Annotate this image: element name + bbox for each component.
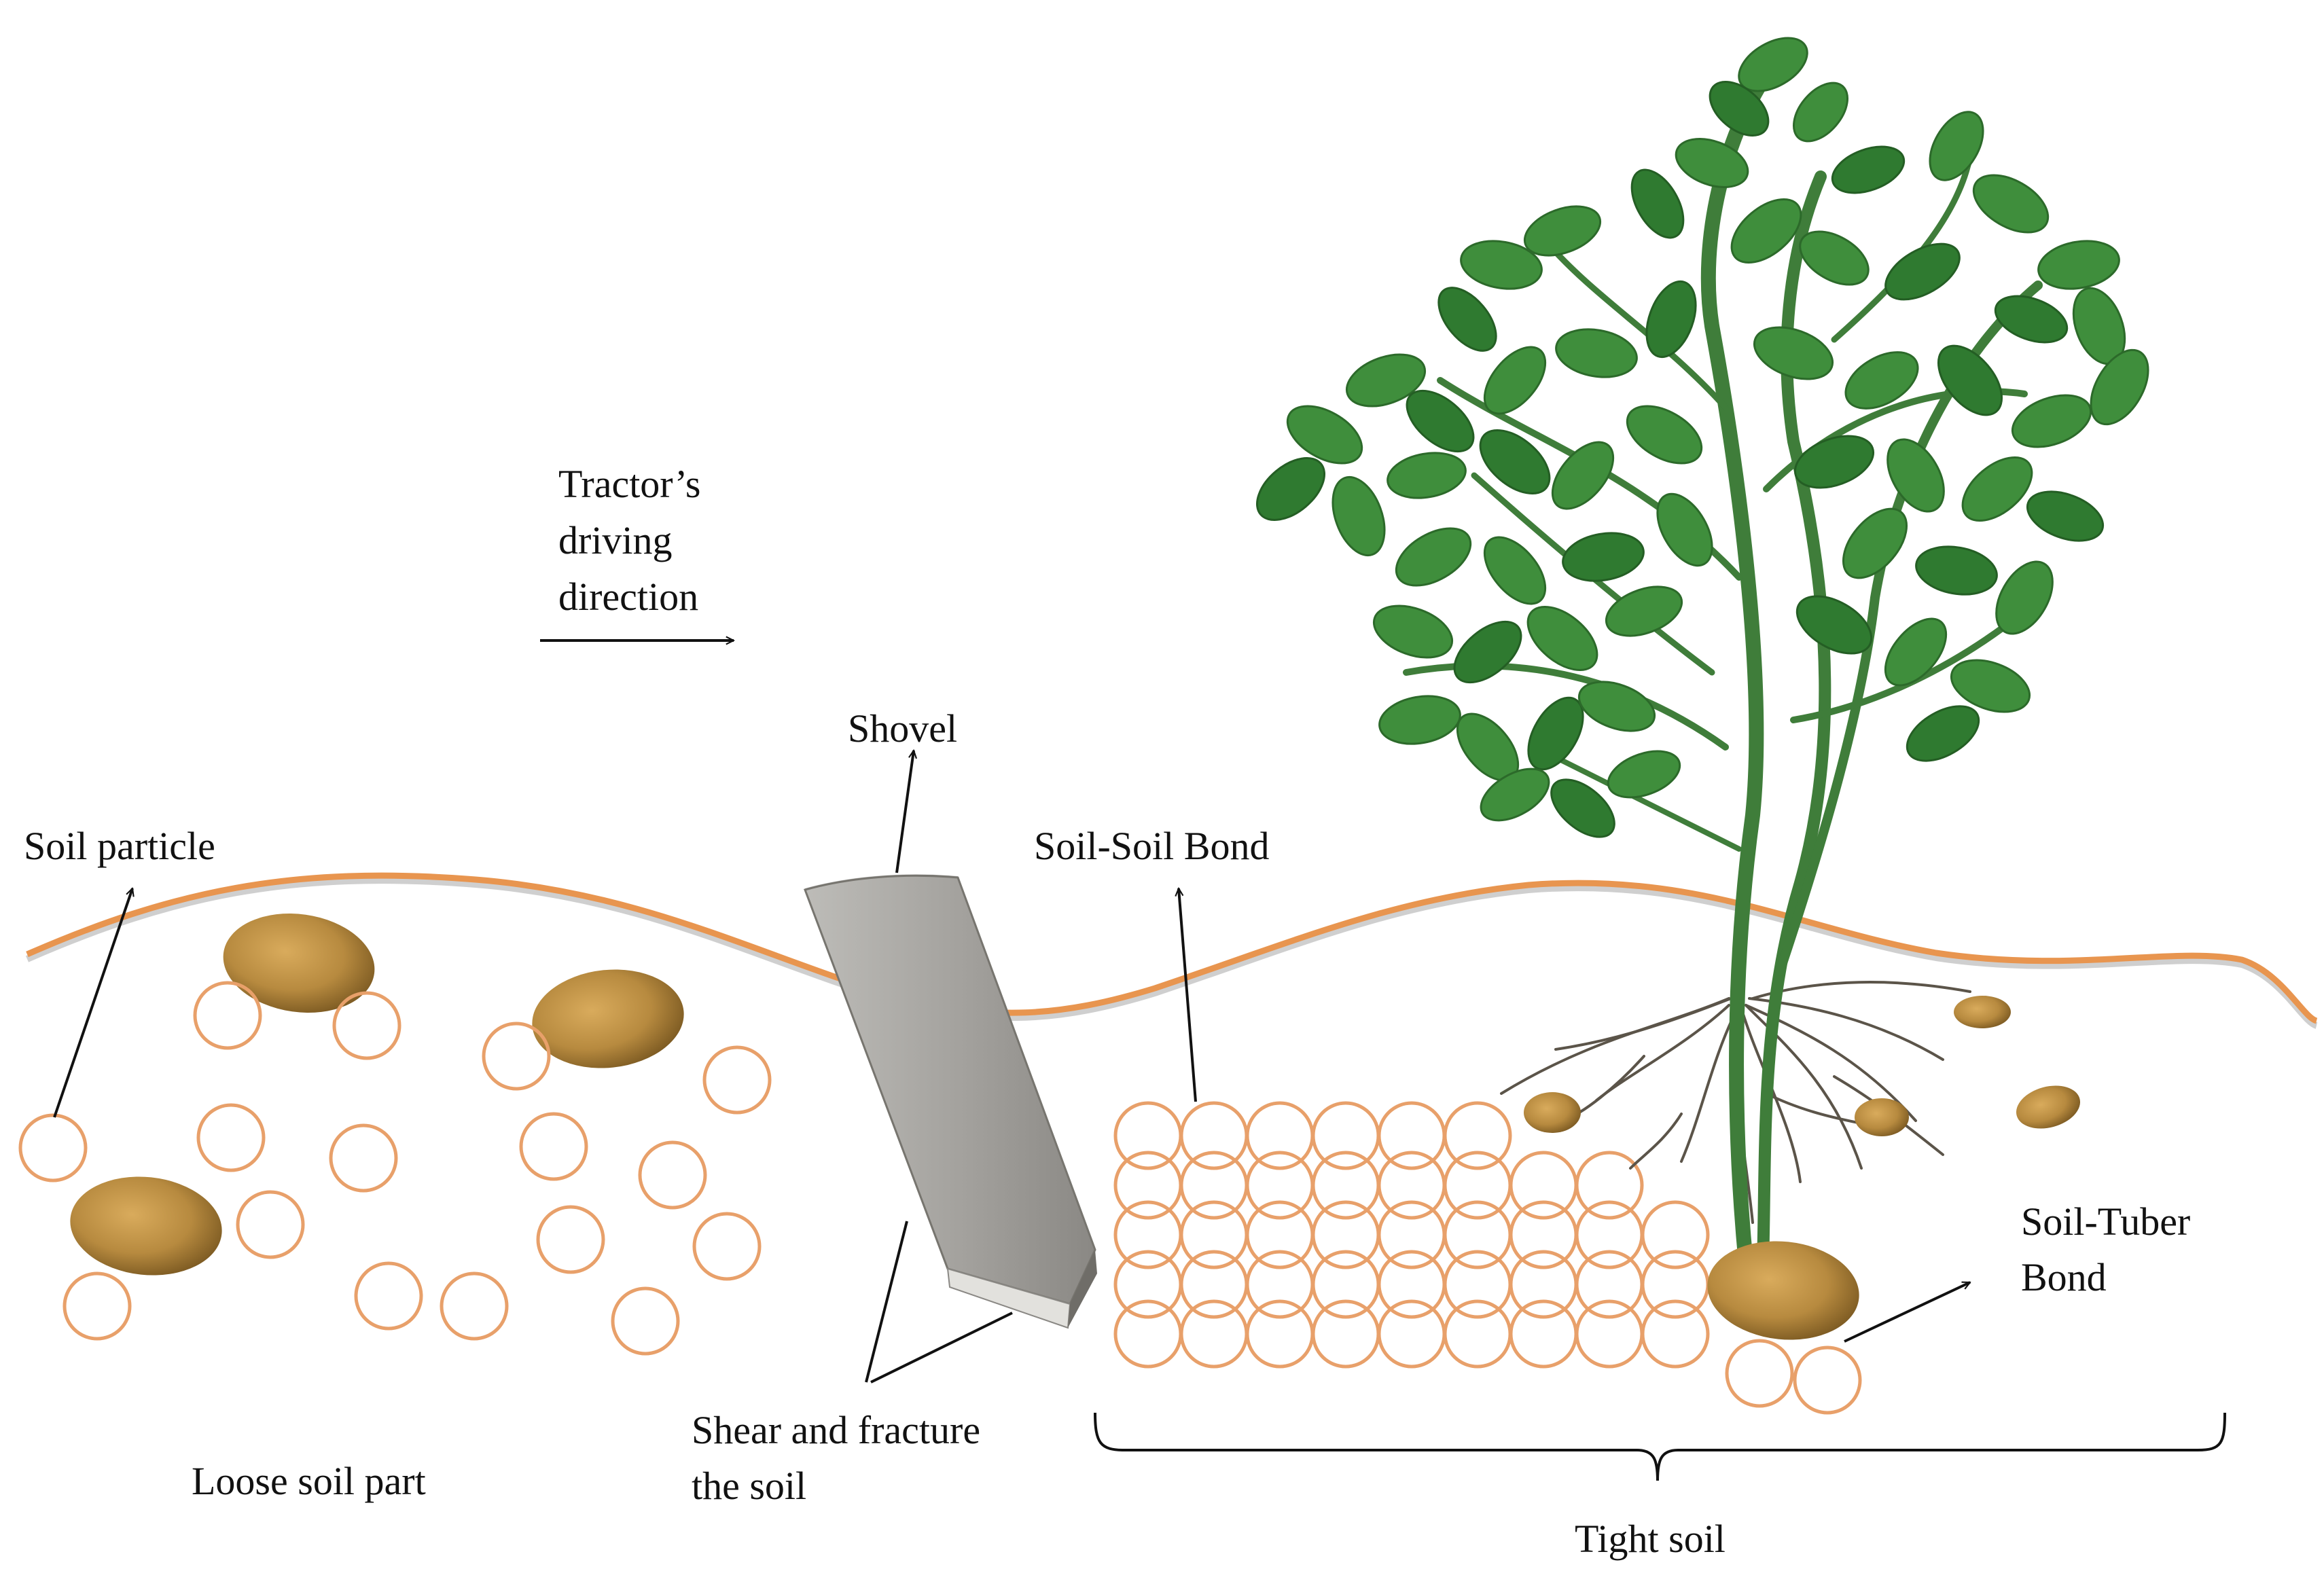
tight-soil-particle-circle [1311,1151,1380,1220]
tight-soil-particle-circle [1377,1151,1446,1220]
small-tuber [2016,1085,2081,1129]
tight-soil-particle-circle [1443,1250,1512,1319]
soil-particle-circle [1725,1339,1794,1408]
tight-soil-particle-circle [1509,1151,1578,1220]
tight-soil-particle-grid [1113,1101,1710,1369]
tight-soil-particle-circle [1443,1101,1512,1170]
ground-surface [25,872,2319,1029]
tight-soil-particle-circle [1113,1299,1183,1369]
tight-soil-particle-circle [1641,1200,1710,1269]
tight-soil-particle-circle [1509,1250,1578,1319]
loose-soil-particles [18,981,772,1356]
shovel [804,874,1097,1329]
shear-pointer-line [870,1312,1013,1384]
soil-soil-bond-pointer-arrow [1179,888,1197,1102]
soil-particle-circle [611,1286,680,1356]
soil-particle-circle [236,1190,305,1259]
tight-soil-particle-circle [1443,1200,1512,1269]
shovel-pointer-arrow [895,751,914,873]
soil-particle-circle [193,981,262,1050]
tight-soil-particle-circle [1443,1299,1512,1369]
tight-soil-particle-circle [1311,1200,1380,1269]
small-tuber [1524,1092,1581,1133]
tight-soil-particle-circle [1575,1299,1644,1369]
tight-soil-particle-circle [1245,1151,1315,1220]
shear-fracture-line-1: Shear and fracture [692,1408,980,1452]
shear-fracture-line-2: the soil [692,1464,806,1508]
main-tuber [1707,1241,1859,1340]
tight-soil-particle-circle [1179,1151,1249,1220]
tight-soil-particle-circle [1311,1299,1380,1369]
tight-soil-particle-circle [1245,1200,1315,1269]
soil-particle-circle [62,1271,132,1341]
tight-soil-particle-circle [1179,1299,1249,1369]
soil-particle-pointer-arrow [53,888,132,1118]
tight-soil-particle-circle [1113,1200,1183,1269]
shovel-label: Shovel [848,706,957,751]
loose-soil-potatoes [70,914,684,1276]
soil-particle-circle [519,1112,588,1181]
shear-pointer-line [865,1221,908,1383]
tight-soil-particle-circle [1113,1250,1183,1319]
tight-soil-particle-circle [1377,1250,1446,1319]
tight-soil-particle-circle [1245,1250,1315,1319]
tight-soil-particle-circle [1641,1250,1710,1319]
tight-soil-particle-circle [1179,1250,1249,1319]
tight-soil-particle-circle [1245,1101,1315,1170]
soil-tuber-bond-line-2: Bond [2021,1255,2107,1299]
small-tuber [1954,996,2011,1028]
potato-plant [1255,37,2149,1415]
soil-particle-circle [329,1123,398,1193]
soil-tuber-bond-line-1: Soil-Tuber [2021,1199,2190,1244]
tight-soil-particle-circle [1641,1299,1710,1369]
shear-fracture-label: Shear and fracture the soil [692,1408,990,1508]
tight-soil-label: Tight soil [1575,1517,1726,1561]
tight-soil-particle-circle [1377,1200,1446,1269]
tractor-direction-label: Tractor’s driving direction [558,462,711,619]
tight-soil-particle-circle [1113,1101,1183,1170]
soil-particle-circle [482,1022,551,1091]
soil-particle-circle [1793,1346,1862,1415]
soil-tuber-bond-pointer-arrow [1844,1281,1970,1343]
tight-soil-particle-circle [1179,1101,1249,1170]
tight-soil-particle-circle [1113,1151,1183,1220]
tight-soil-particle-circle [1575,1151,1644,1220]
tight-soil-particle-circle [1377,1101,1446,1170]
tight-soil-particle-circle [1575,1250,1644,1319]
tight-soil-particle-circle [1509,1200,1578,1269]
soil-particle-circle [638,1140,707,1210]
tight-soil-particle-circle [1575,1200,1644,1269]
soil-particle-circle [18,1113,88,1182]
tight-soil-particle-circle [1509,1299,1578,1369]
soil-particle-label: Soil particle [24,824,215,868]
potato [70,1176,222,1276]
tight-soil-particle-circle [1311,1101,1380,1170]
soil-particle-circle [332,991,401,1060]
soil-particle-circle [702,1045,772,1115]
potato [532,969,684,1068]
tractor-direction-line-1: Tractor’s [558,462,700,506]
tight-soil-particle-circle [1245,1299,1315,1369]
tractor-direction-line-3: direction [558,575,698,619]
soil-particle-circle [536,1205,605,1274]
loose-soil-label: Loose soil part [192,1459,426,1503]
soil-particle-circle [354,1261,423,1331]
small-tuber [1855,1098,1909,1136]
tight-soil-particle-circle [1311,1250,1380,1319]
potato [223,914,375,1013]
tight-soil-particle-circle [1377,1299,1446,1369]
soil-particle-circle [440,1271,509,1341]
soil-particle-circle [692,1212,762,1281]
soil-tuber-bond-label: Soil-Tuber Bond [2021,1199,2200,1299]
tight-soil-particle-circle [1443,1151,1512,1220]
tractor-direction-line-2: driving [558,518,673,562]
soil-particle-circle [196,1103,266,1172]
soil-soil-bond-label: Soil-Soil Bond [1034,824,1269,868]
tight-soil-particle-circle [1179,1200,1249,1269]
plant-leaves [1255,37,2149,838]
tight-soil-brace [1094,1412,2226,1481]
